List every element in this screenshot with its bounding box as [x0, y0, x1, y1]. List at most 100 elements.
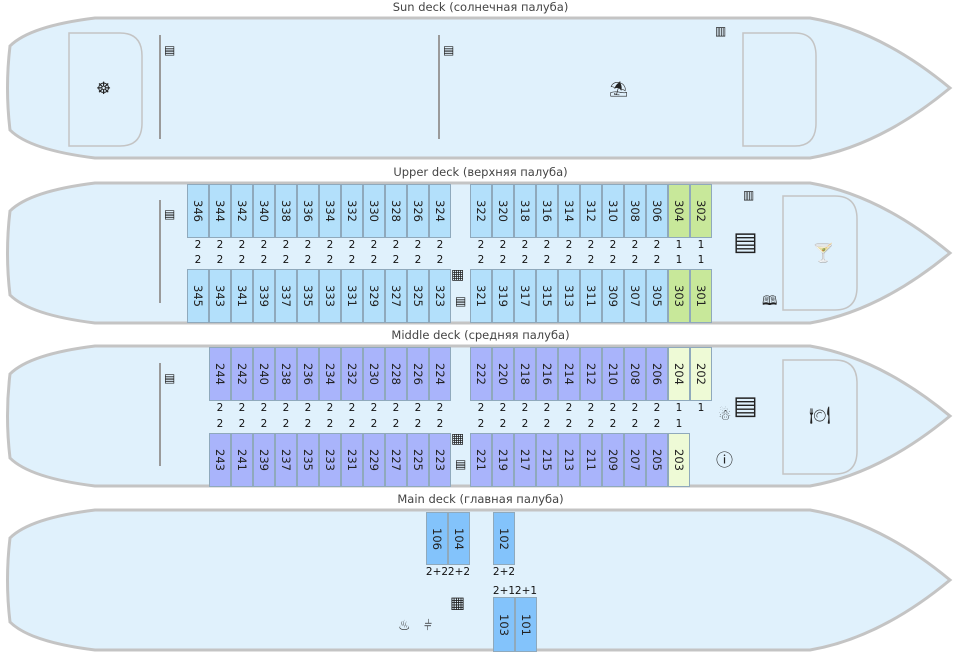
cabin-305[interactable]: 305 [646, 269, 668, 323]
cabin-229[interactable]: 229 [363, 433, 385, 487]
cabin-307[interactable]: 307 [624, 269, 646, 323]
cabin-319[interactable]: 319 [492, 269, 514, 323]
cabin-342[interactable]: 342 [231, 184, 253, 238]
cabin-capacity: 2 [304, 239, 312, 251]
cabin-322[interactable]: 322 [470, 184, 492, 238]
cabin-302[interactable]: 302 [690, 184, 712, 238]
cabin-314[interactable]: 314 [558, 184, 580, 238]
cabin-232[interactable]: 232 [341, 347, 363, 401]
cabin-231[interactable]: 231 [341, 433, 363, 487]
cabin-230[interactable]: 230 [363, 347, 385, 401]
cabin-102[interactable]: 102 [493, 512, 515, 565]
cabin-227[interactable]: 227 [385, 433, 407, 487]
cabin-202[interactable]: 202 [690, 347, 712, 401]
cabin-204[interactable]: 204 [668, 347, 690, 401]
cabin-221[interactable]: 221 [470, 433, 492, 487]
cabin-218[interactable]: 218 [514, 347, 536, 401]
cabin-capacity: 2 [326, 418, 334, 430]
cabin-330[interactable]: 330 [363, 184, 385, 238]
cabin-239[interactable]: 239 [253, 433, 275, 487]
cabin-219[interactable]: 219 [492, 433, 514, 487]
cabin-311[interactable]: 311 [580, 269, 602, 323]
cabin-333[interactable]: 333 [319, 269, 341, 323]
cabin-capacity: 2+2 [492, 566, 516, 578]
cabin-310[interactable]: 310 [602, 184, 624, 238]
cabin-233[interactable]: 233 [319, 433, 341, 487]
cabin-331[interactable]: 331 [341, 269, 363, 323]
cabin-316[interactable]: 316 [536, 184, 558, 238]
cabin-215[interactable]: 215 [536, 433, 558, 487]
cabin-capacity: 2 [238, 402, 246, 414]
cabin-103[interactable]: 103 [493, 597, 515, 652]
cabin-214[interactable]: 214 [558, 347, 580, 401]
cabin-236[interactable]: 236 [297, 347, 319, 401]
cabin-345[interactable]: 345 [187, 269, 209, 323]
cabin-225[interactable]: 225 [407, 433, 429, 487]
cabin-317[interactable]: 317 [514, 269, 536, 323]
cabin-329[interactable]: 329 [363, 269, 385, 323]
cabin-203[interactable]: 203 [668, 433, 690, 487]
cabin-capacity: 2 [392, 402, 400, 414]
cabin-237[interactable]: 237 [275, 433, 297, 487]
cabin-308[interactable]: 308 [624, 184, 646, 238]
cabin-243[interactable]: 243 [209, 433, 231, 487]
cabin-327[interactable]: 327 [385, 269, 407, 323]
cabin-304[interactable]: 304 [668, 184, 690, 238]
cabin-217[interactable]: 217 [514, 433, 536, 487]
cabin-323[interactable]: 323 [429, 269, 451, 323]
cabin-234[interactable]: 234 [319, 347, 341, 401]
cabin-313[interactable]: 313 [558, 269, 580, 323]
cabin-235[interactable]: 235 [297, 433, 319, 487]
cabin-309[interactable]: 309 [602, 269, 624, 323]
cabin-223[interactable]: 223 [429, 433, 451, 487]
cabin-312[interactable]: 312 [580, 184, 602, 238]
cabin-324[interactable]: 324 [429, 184, 451, 238]
cabin-242[interactable]: 242 [231, 347, 253, 401]
cabin-325[interactable]: 325 [407, 269, 429, 323]
cabin-340[interactable]: 340 [253, 184, 275, 238]
cabin-213[interactable]: 213 [558, 433, 580, 487]
cabin-240[interactable]: 240 [253, 347, 275, 401]
cabin-210[interactable]: 210 [602, 347, 624, 401]
cabin-341[interactable]: 341 [231, 269, 253, 323]
cabin-226[interactable]: 226 [407, 347, 429, 401]
cabin-206[interactable]: 206 [646, 347, 668, 401]
cabin-212[interactable]: 212 [580, 347, 602, 401]
cabin-106[interactable]: 106 [426, 512, 448, 565]
cabin-244[interactable]: 244 [209, 347, 231, 401]
cabin-344[interactable]: 344 [209, 184, 231, 238]
cabin-216[interactable]: 216 [536, 347, 558, 401]
cabin-315[interactable]: 315 [536, 269, 558, 323]
cabin-224[interactable]: 224 [429, 347, 451, 401]
cabin-335[interactable]: 335 [297, 269, 319, 323]
cabin-209[interactable]: 209 [602, 433, 624, 487]
cabin-306[interactable]: 306 [646, 184, 668, 238]
cabin-222[interactable]: 222 [470, 347, 492, 401]
cabin-205[interactable]: 205 [646, 433, 668, 487]
cabin-228[interactable]: 228 [385, 347, 407, 401]
cabin-number: 309 [606, 285, 620, 307]
cabin-326[interactable]: 326 [407, 184, 429, 238]
cabin-336[interactable]: 336 [297, 184, 319, 238]
cabin-208[interactable]: 208 [624, 347, 646, 401]
cabin-332[interactable]: 332 [341, 184, 363, 238]
cabin-101[interactable]: 101 [515, 597, 537, 652]
cabin-321[interactable]: 321 [470, 269, 492, 323]
cabin-318[interactable]: 318 [514, 184, 536, 238]
cabin-320[interactable]: 320 [492, 184, 514, 238]
cabin-211[interactable]: 211 [580, 433, 602, 487]
cabin-328[interactable]: 328 [385, 184, 407, 238]
cabin-334[interactable]: 334 [319, 184, 341, 238]
cabin-346[interactable]: 346 [187, 184, 209, 238]
cabin-337[interactable]: 337 [275, 269, 297, 323]
cabin-241[interactable]: 241 [231, 433, 253, 487]
cabin-301[interactable]: 301 [690, 269, 712, 323]
cabin-303[interactable]: 303 [668, 269, 690, 323]
cabin-343[interactable]: 343 [209, 269, 231, 323]
cabin-339[interactable]: 339 [253, 269, 275, 323]
cabin-238[interactable]: 238 [275, 347, 297, 401]
cabin-220[interactable]: 220 [492, 347, 514, 401]
cabin-338[interactable]: 338 [275, 184, 297, 238]
cabin-104[interactable]: 104 [448, 512, 470, 565]
cabin-207[interactable]: 207 [624, 433, 646, 487]
